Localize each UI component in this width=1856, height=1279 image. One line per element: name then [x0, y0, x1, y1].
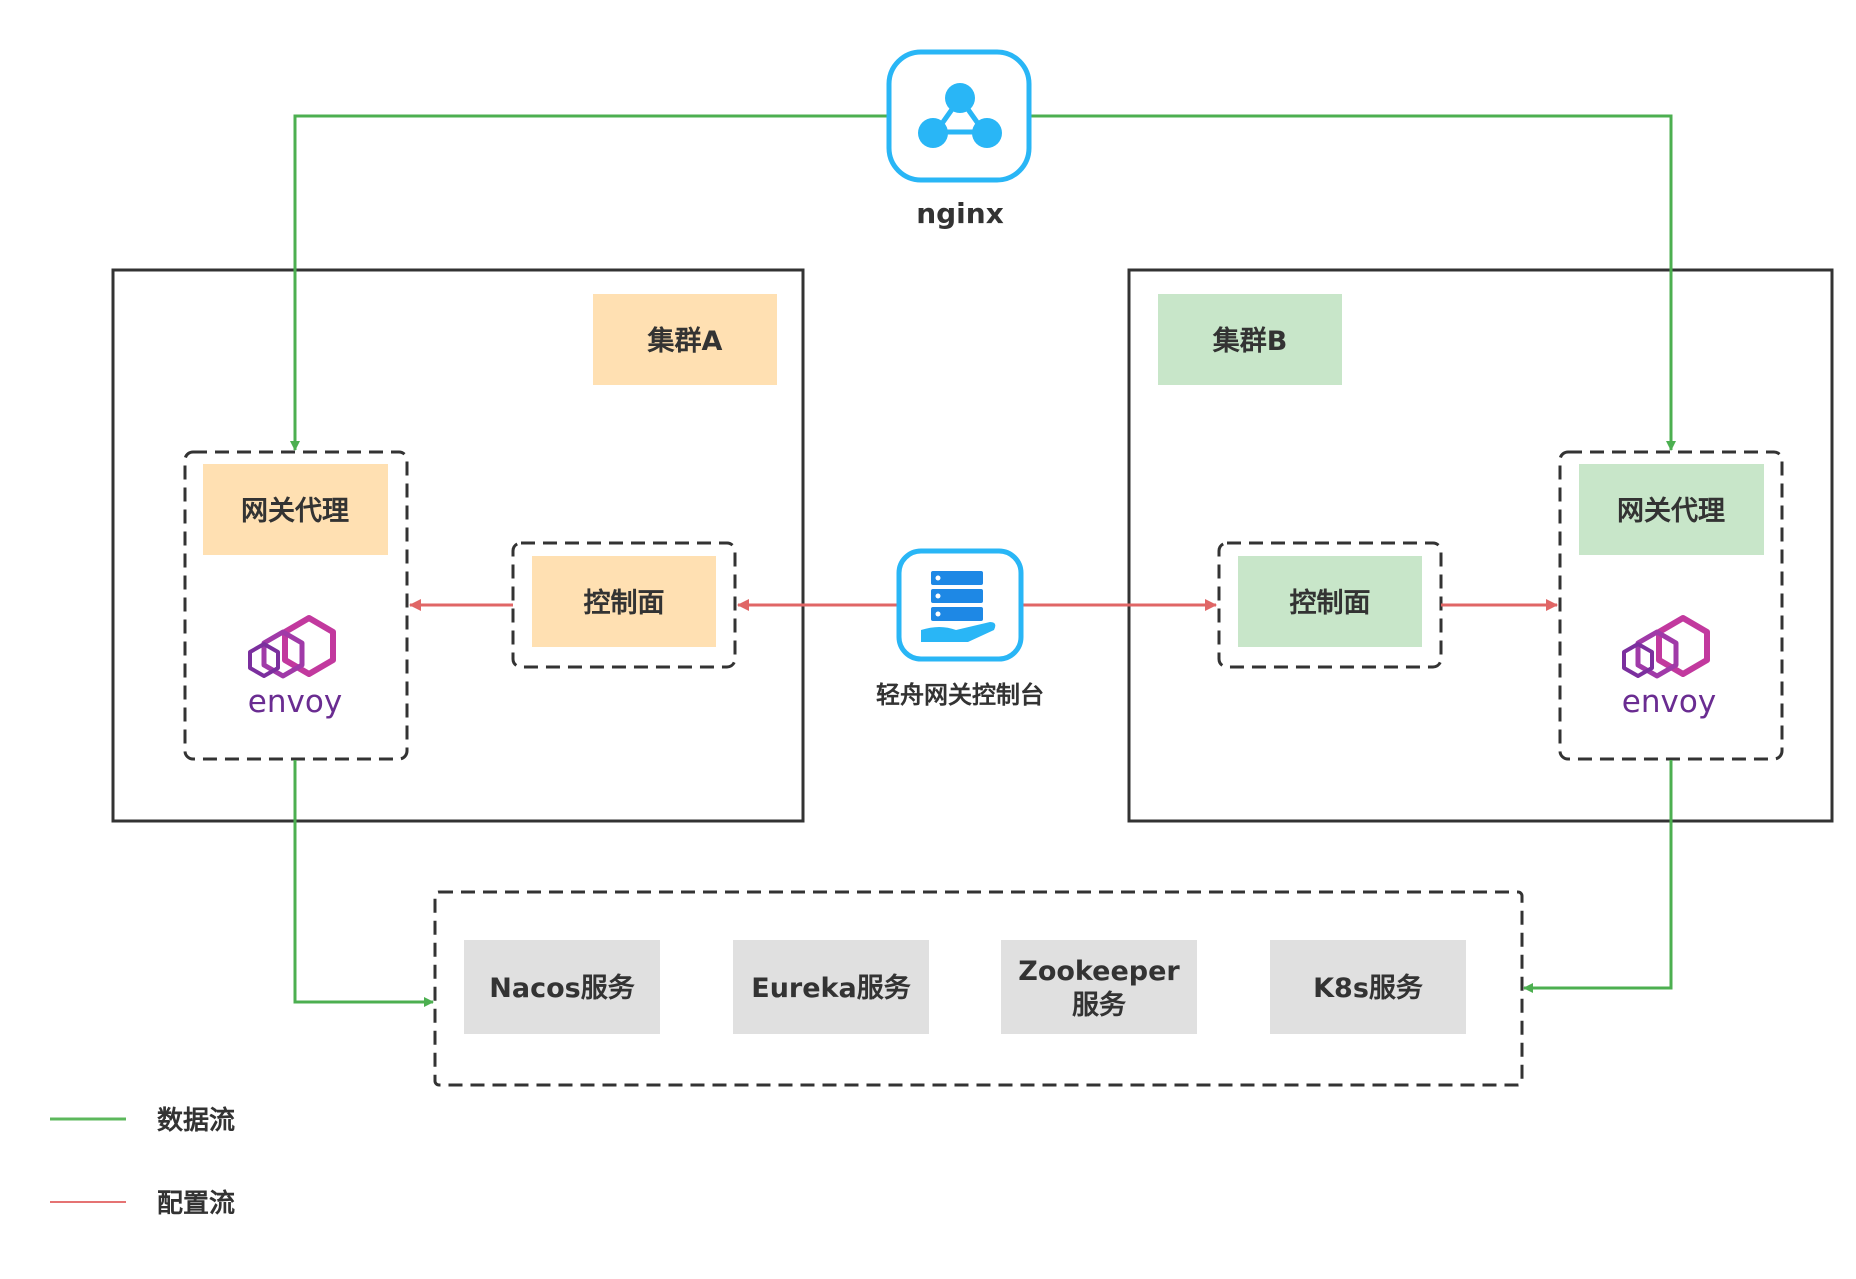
service-k8s-label: K8s服务 — [1313, 973, 1423, 1004]
control-plane-a-label: 控制面 — [584, 588, 665, 619]
services-group — [433, 890, 1524, 1087]
envoy-logo — [248, 615, 336, 679]
envoy-logo — [1622, 615, 1710, 679]
envoy-a-label: envoy — [248, 684, 342, 720]
cluster-a-box — [111, 268, 805, 823]
cluster-a-label-box — [593, 294, 777, 385]
gateway-proxy-a-group — [183, 450, 409, 761]
console-label: 轻舟网关控制台 — [876, 681, 1044, 709]
legend-data-flow-label: 数据流 — [157, 1106, 235, 1136]
data-flow-nginx-to-proxy-a — [290, 114, 889, 451]
service-zookeeper-box — [1001, 940, 1197, 1034]
control-plane-b-label: 控制面 — [1290, 588, 1371, 619]
gateway-proxy-a-label-box — [203, 464, 388, 555]
control-plane-b-box — [1238, 556, 1422, 647]
gateway-proxy-a-label: 网关代理 — [241, 496, 349, 527]
service-nacos-box — [464, 940, 660, 1034]
service-zookeeper-label-line1: Zookeeper — [1018, 956, 1180, 987]
cluster-a-label: 集群A — [647, 325, 723, 357]
envoy-b-label: envoy — [1622, 684, 1716, 720]
gateway-proxy-b-label: 网关代理 — [1617, 496, 1725, 527]
gateway-proxy-b-group — [1558, 450, 1784, 761]
gateway-proxy-b-label-box — [1579, 464, 1764, 555]
cluster-b-label: 集群B — [1212, 325, 1288, 357]
service-k8s-box — [1270, 940, 1466, 1034]
cluster-b-label-box — [1158, 294, 1342, 385]
nginx-icon — [886, 49, 1032, 183]
service-zookeeper-label-line2: 服务 — [1072, 990, 1126, 1021]
control-plane-a-group — [511, 541, 737, 669]
data-flow-proxy-b-to-services — [1523, 760, 1673, 993]
service-nacos-label: Nacos服务 — [489, 973, 634, 1004]
data-flow-nginx-to-proxy-b — [1030, 114, 1676, 451]
server-hand-icon — [896, 548, 1024, 662]
cluster-b-box — [1127, 268, 1834, 823]
nginx-label: nginx — [916, 197, 1004, 230]
service-eureka-box — [733, 940, 929, 1034]
data-flow-proxy-a-to-services — [293, 760, 434, 1007]
control-plane-a-box — [532, 556, 716, 647]
service-eureka-label: Eureka服务 — [751, 973, 910, 1004]
legend-config-flow-label: 配置流 — [157, 1189, 235, 1219]
